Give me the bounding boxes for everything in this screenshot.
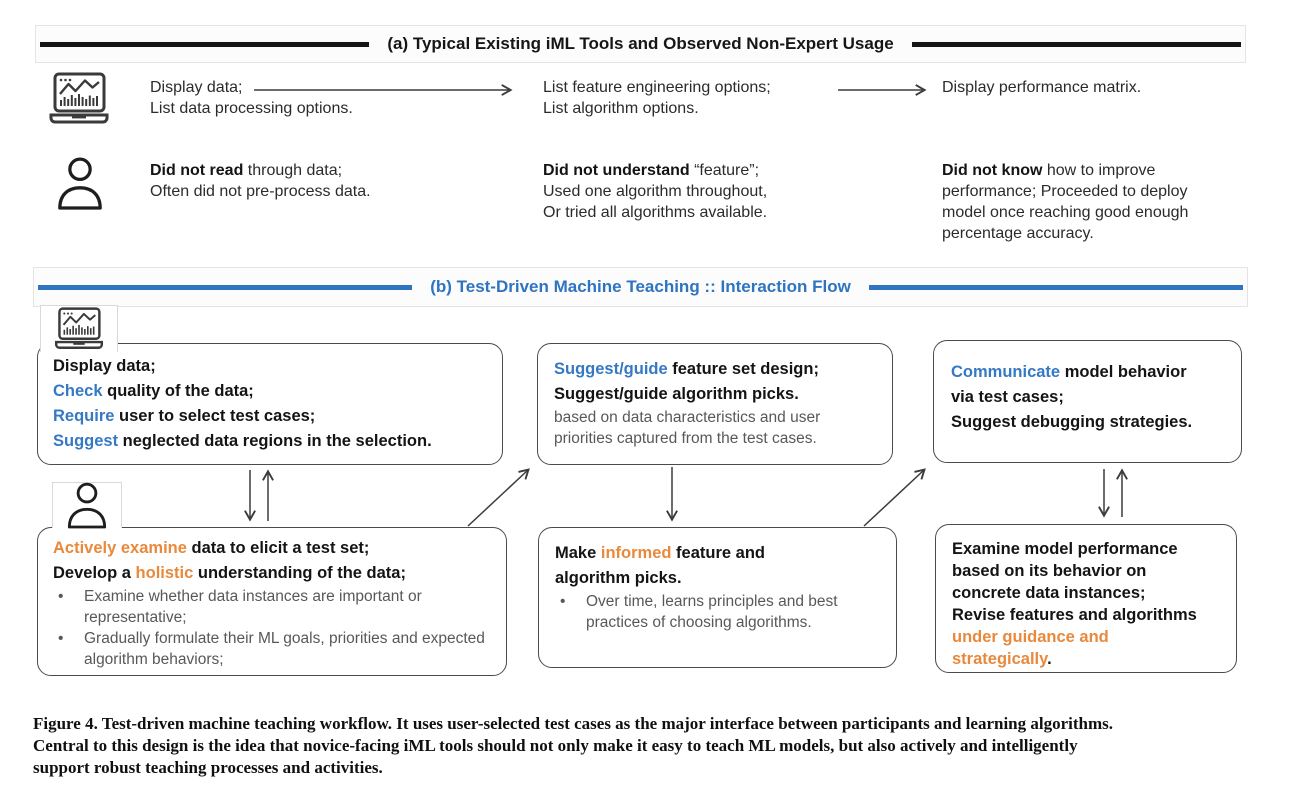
caption-line-2: Central to this design is the idea that … [33,736,1078,755]
figure-caption: Figure 4. Test-driven machine teaching w… [33,713,1283,779]
a-tool-step-2: List feature engineering options;List al… [543,79,771,117]
section-a-header: (a) Typical Existing iML Tools and Obser… [35,25,1246,63]
bullet-dot: • [58,630,64,647]
user-examine-box: Actively examine data to elicit a test s… [37,527,507,676]
laptop-analytics-icon [47,72,111,126]
machine-feature-box: Suggest/guide feature set design;Suggest… [537,343,893,465]
section-b-title: (b) Test-Driven Machine Teaching :: Inte… [430,277,851,296]
person-icon [67,482,107,528]
header-rule-left [40,41,370,47]
section-a-title: (a) Typical Existing iML Tools and Obser… [387,34,894,53]
arrow-b-diagonal-right [863,468,926,527]
a-tool-step-3: Display performance matrix. [942,79,1142,96]
a-user-behavior-2: Did not understand “feature”;Used one al… [543,162,768,221]
machine-row-tab [40,305,118,352]
bullet-dot: • [58,588,64,605]
a-tool-step-1: Display data;List data processing option… [150,79,353,117]
section-b-header: (b) Test-Driven Machine Teaching :: Inte… [33,267,1248,307]
person-icon [56,155,104,213]
header-rule-right [911,41,1242,47]
caption-line-1: Figure 4. Test-driven machine teaching w… [33,714,1114,733]
a-user-behavior-1: Did not read through data;Often did not … [150,162,371,200]
laptop-analytics-icon [54,307,104,349]
header-rule-left [38,284,413,290]
user-row-tab [52,482,122,528]
arrow-b-diagonal-left [467,468,530,527]
header-rule-right [868,284,1244,290]
bullet-dot: • [560,593,566,610]
caption-line-3: support robust teaching processes and ac… [33,758,383,777]
machine-data-box: Display data;Check quality of the data;R… [37,343,503,465]
